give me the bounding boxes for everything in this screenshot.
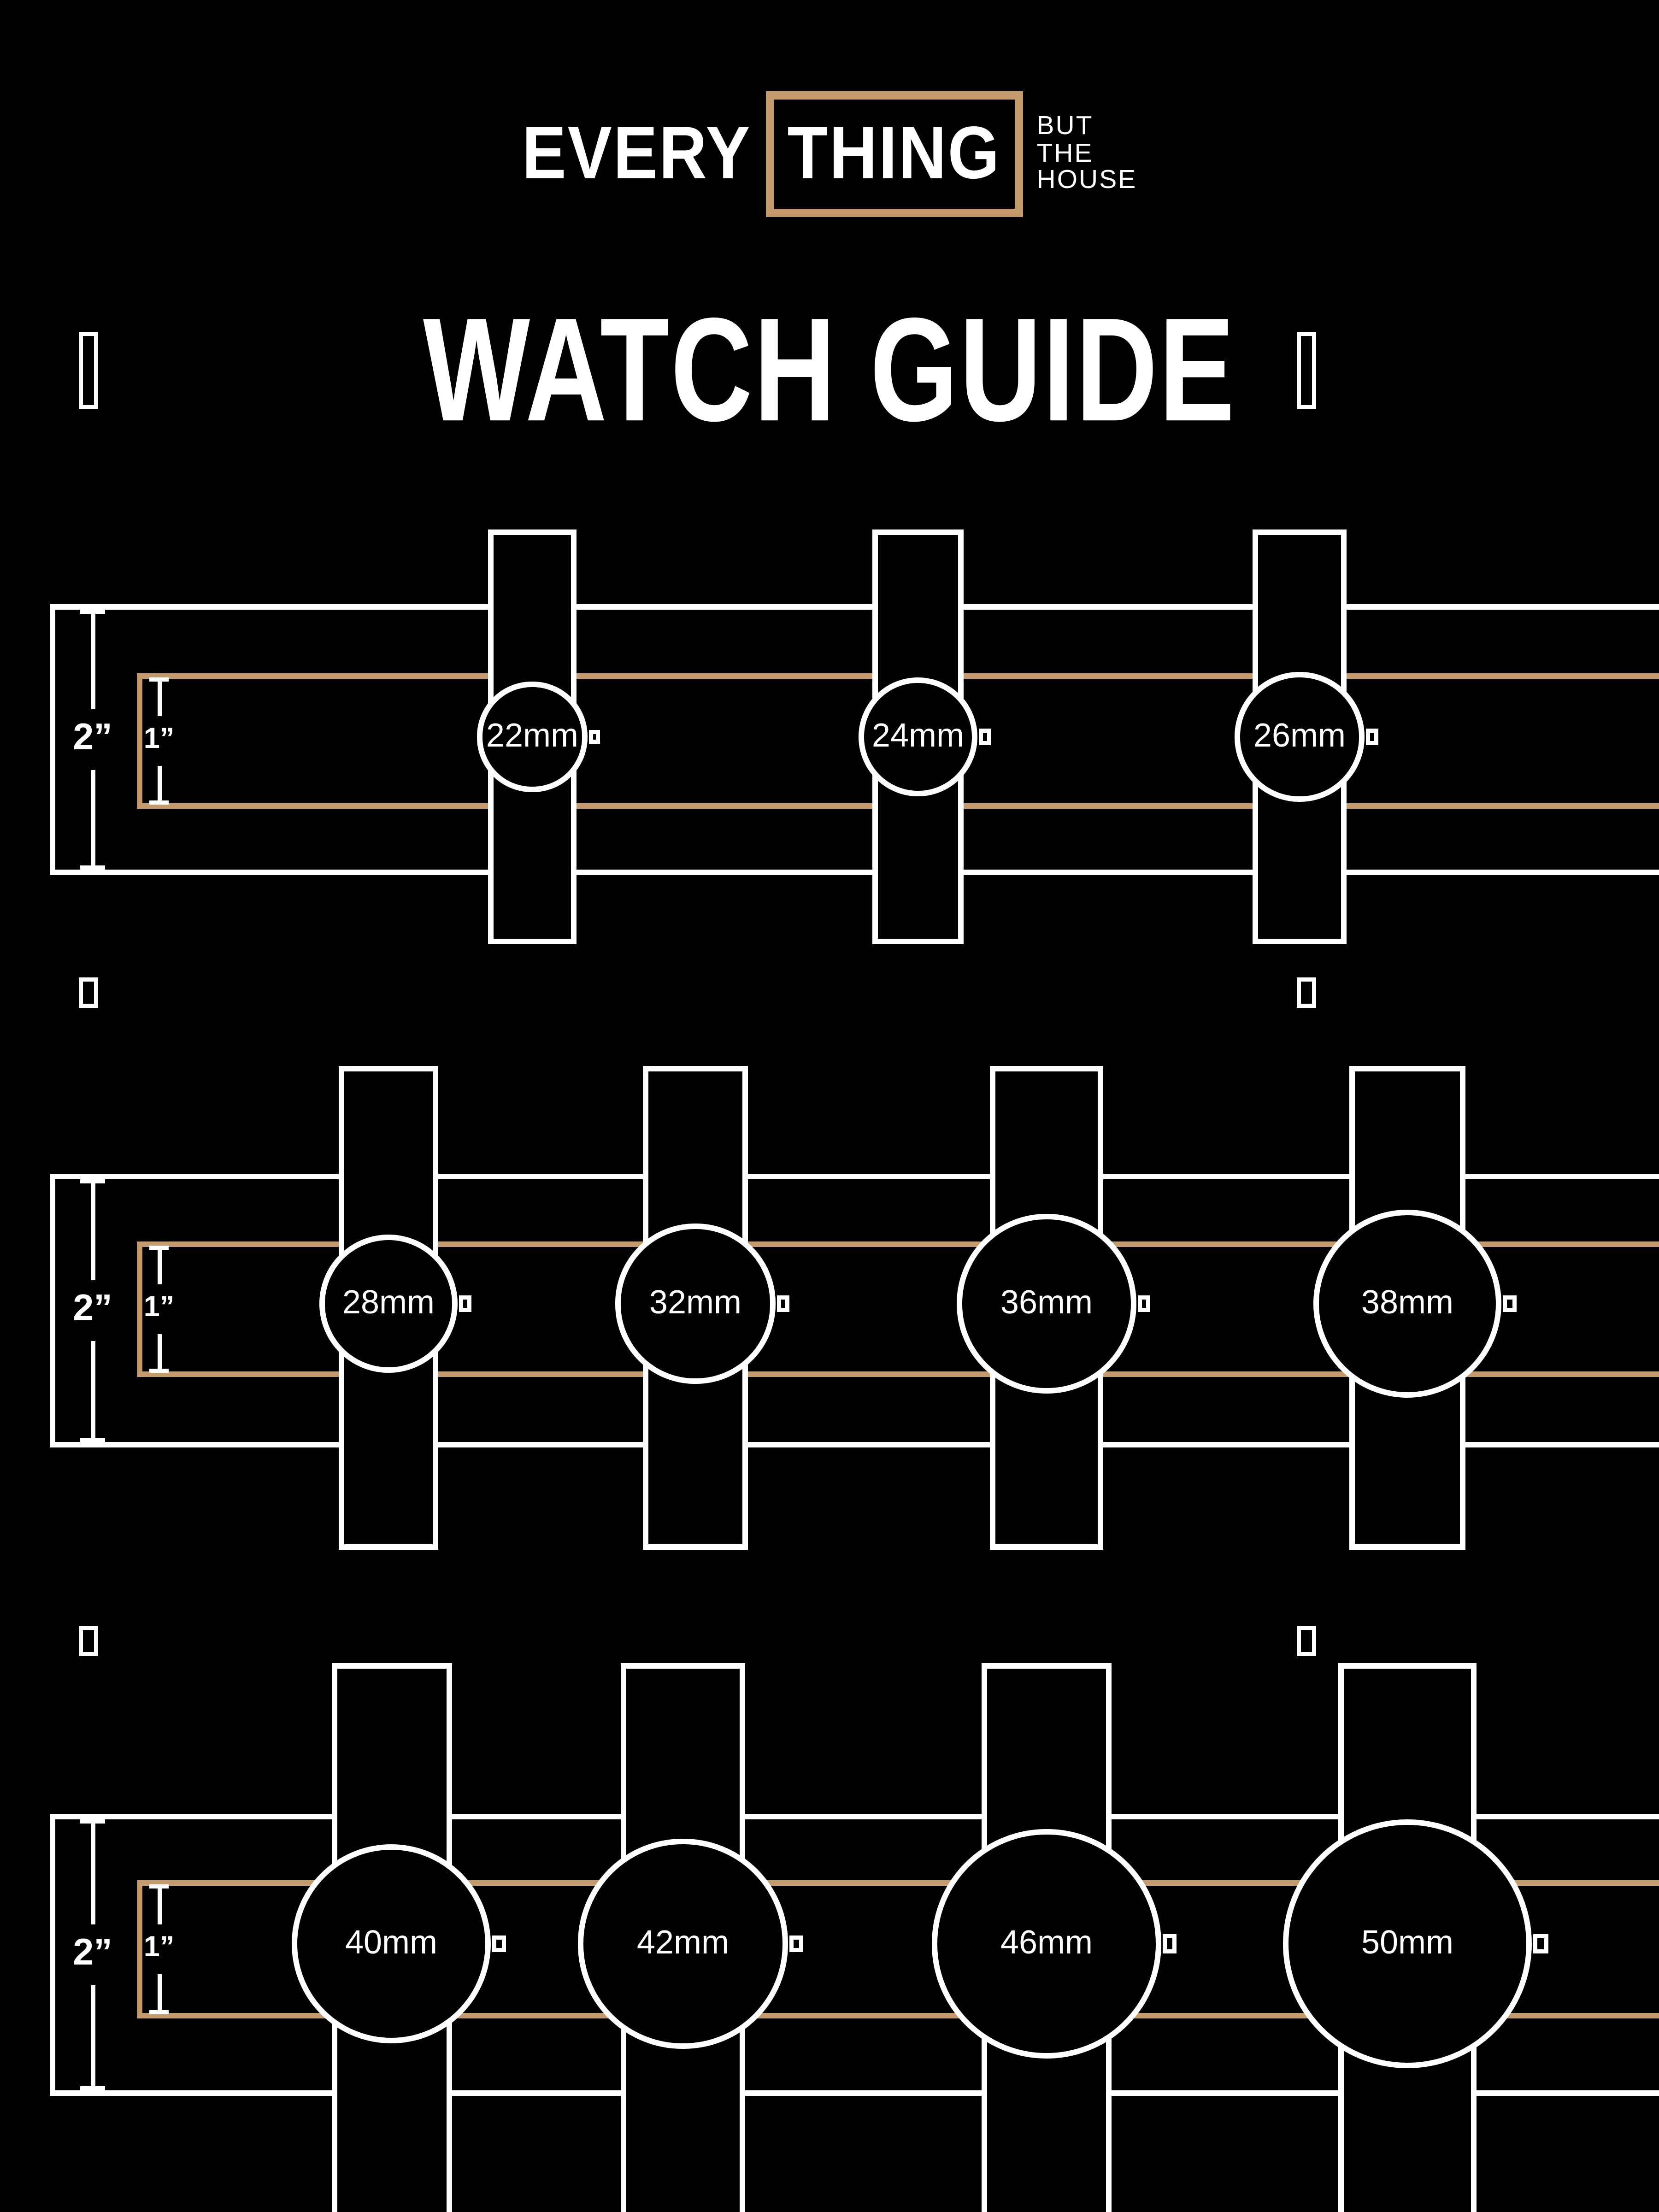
watch-face: 36mm <box>957 1214 1136 1394</box>
watch-size-label: 42mm <box>636 1924 729 1962</box>
watch-size-label: 22mm <box>486 717 578 755</box>
dimension-top-tick <box>80 610 105 614</box>
dimension-line-lower <box>90 1985 95 2086</box>
dimension-top-tick <box>149 1246 169 1250</box>
dimension-label: 2” <box>73 1931 112 1973</box>
dimension-line-lower <box>157 1974 161 2010</box>
dimension-top-tick <box>149 1884 169 1888</box>
watch-crown-icon <box>1137 1295 1151 1312</box>
watch-crown-icon <box>788 1935 803 1953</box>
watch-face: 28mm <box>318 1234 459 1374</box>
watch-crown-icon <box>492 1935 506 1953</box>
watch-face: 24mm <box>858 677 978 797</box>
watch-size-label: 32mm <box>649 1284 741 1322</box>
two-inch-dimension: 2” <box>72 1819 113 2090</box>
dimension-line-lower <box>90 770 95 865</box>
dimension-label: 1” <box>143 1291 175 1323</box>
partial-strap-mark <box>1297 977 1316 1008</box>
dimension-top-tick <box>80 1819 105 1824</box>
one-inch-band <box>137 1241 1659 1377</box>
watch-size-label: 28mm <box>342 1284 435 1322</box>
two-inch-dimension: 2” <box>72 1179 113 1442</box>
dimension-bottom-tick <box>149 800 169 805</box>
dimension-top-tick <box>149 677 169 682</box>
dimension-label: 2” <box>73 1287 112 1329</box>
two-inch-band <box>50 1814 1659 2096</box>
watch-face: 46mm <box>932 1829 1161 2059</box>
one-inch-dimension: 1” <box>140 1884 178 2014</box>
brand-tagline-the: THE <box>1036 139 1094 169</box>
brand-word-every: EVERY <box>522 113 752 195</box>
watch-crown-icon <box>1503 1295 1517 1312</box>
watch-crown-icon <box>1365 729 1378 745</box>
watch-face: 42mm <box>578 1839 788 2048</box>
dimension-line-lower <box>90 1341 95 1438</box>
dimension-line-upper <box>90 614 95 709</box>
one-inch-band <box>137 1880 1659 2018</box>
brand-tagline-house: HOUSE <box>1036 166 1137 195</box>
dimension-bottom-tick <box>80 865 105 870</box>
watch-size-label: 24mm <box>871 717 964 755</box>
dimension-label: 1” <box>143 723 175 755</box>
brand-word-thing: THING <box>787 113 1001 195</box>
watch-face: 32mm <box>616 1224 775 1383</box>
page-title: WATCH GUIDE <box>423 289 1236 453</box>
watch-size-label: 40mm <box>345 1924 438 1962</box>
watch-size-label: 50mm <box>1361 1924 1454 1962</box>
watch-size-label: 38mm <box>1361 1284 1453 1322</box>
brand-box: THING <box>765 91 1023 217</box>
dimension-bottom-tick <box>149 2010 169 2014</box>
watch-face: 40mm <box>292 1844 491 2043</box>
watch-size-label: 36mm <box>1000 1284 1093 1322</box>
watch-crown-icon <box>459 1295 472 1312</box>
one-inch-dimension: 1” <box>140 677 178 805</box>
partial-strap-mark <box>1297 1626 1316 1656</box>
brand-tagline-but: BUT <box>1036 112 1094 141</box>
dimension-line-upper <box>90 1183 95 1280</box>
dimension-top-tick <box>80 1179 105 1183</box>
watch-face: 22mm <box>477 682 587 792</box>
watch-crown-icon <box>776 1295 789 1312</box>
brand-tagline: BUT THE HOUSE <box>1037 114 1137 195</box>
dimension-bottom-tick <box>80 1438 105 1442</box>
partial-strap-mark <box>79 1626 98 1656</box>
dimension-line-upper <box>157 1888 161 1924</box>
partial-strap-mark <box>79 332 98 409</box>
dimension-label: 2” <box>73 716 112 758</box>
partial-strap-mark <box>1297 332 1316 409</box>
dimension-line-upper <box>157 1250 161 1284</box>
dimension-line-lower <box>157 766 161 800</box>
dimension-bottom-tick <box>149 1369 169 1373</box>
dimension-label: 1” <box>143 1931 175 1963</box>
partial-strap-mark <box>79 977 98 1008</box>
watch-crown-icon <box>979 729 991 745</box>
watch-crown-icon <box>1162 1935 1177 1953</box>
one-inch-dimension: 1” <box>140 1246 178 1373</box>
dimension-line-lower <box>157 1334 161 1369</box>
dimension-line-upper <box>157 682 161 716</box>
dimension-bottom-tick <box>80 2086 105 2090</box>
watch-face: 26mm <box>1235 672 1365 802</box>
brand-logo: EVERY THING BUT THE HOUSE <box>0 91 1659 217</box>
watch-crown-icon <box>1533 1934 1548 1953</box>
two-inch-band <box>50 1174 1659 1447</box>
two-inch-dimension: 2” <box>72 610 113 870</box>
watch-size-label: 46mm <box>1000 1924 1093 1962</box>
dimension-line-upper <box>90 1824 95 1924</box>
watch-face: 38mm <box>1312 1209 1502 1399</box>
watch-crown-icon <box>588 729 600 745</box>
watch-face: 50mm <box>1283 1819 1532 2068</box>
watch-size-label: 26mm <box>1253 717 1346 755</box>
